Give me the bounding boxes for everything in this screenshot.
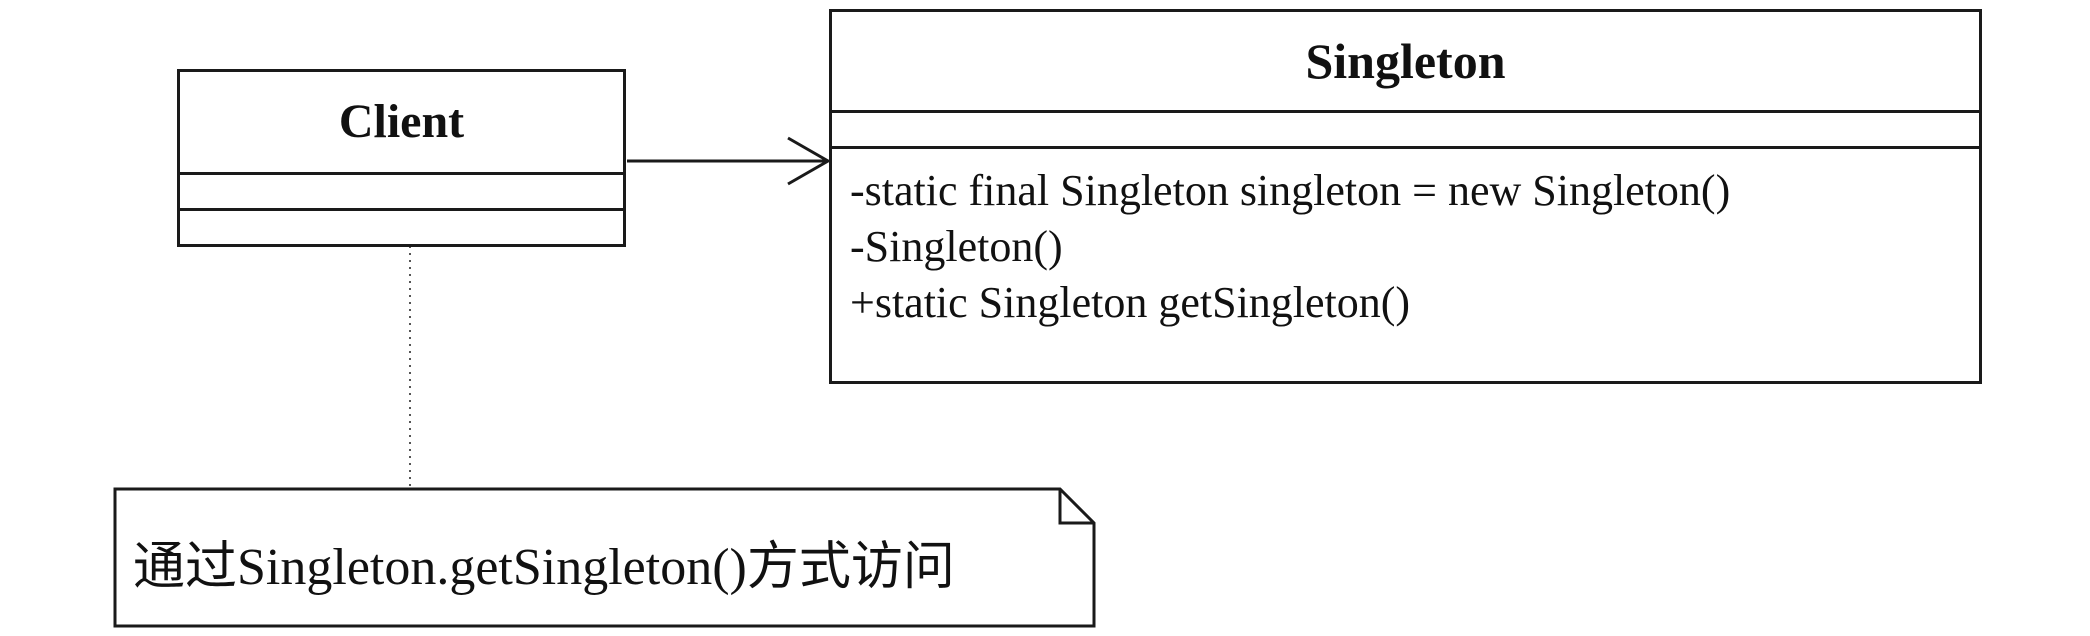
client-class-name: Client [338, 95, 465, 148]
note-fold-corner [1058, 489, 1094, 525]
singleton-class: Singleton -static final Singleton single… [829, 9, 1982, 384]
singleton-class-name: Singleton [1305, 33, 1506, 89]
singleton-operation: -Singleton() [850, 222, 1063, 271]
singleton-operation: -static final Singleton singleton = new … [850, 166, 1731, 215]
singleton-attributes-compartment [832, 110, 1979, 146]
client-operations-compartment [180, 208, 623, 244]
client-attributes-compartment [180, 172, 623, 208]
singleton-operation: +static Singleton getSingleton() [850, 278, 1411, 327]
note-text: 通过Singleton.getSingleton()方式访问 [133, 539, 955, 596]
association-arrowhead [787, 136, 832, 186]
note-shape [113, 487, 1096, 628]
client-class: Client [177, 69, 626, 247]
singleton-operations-compartment: -static final Singleton singleton = new … [832, 146, 1979, 331]
